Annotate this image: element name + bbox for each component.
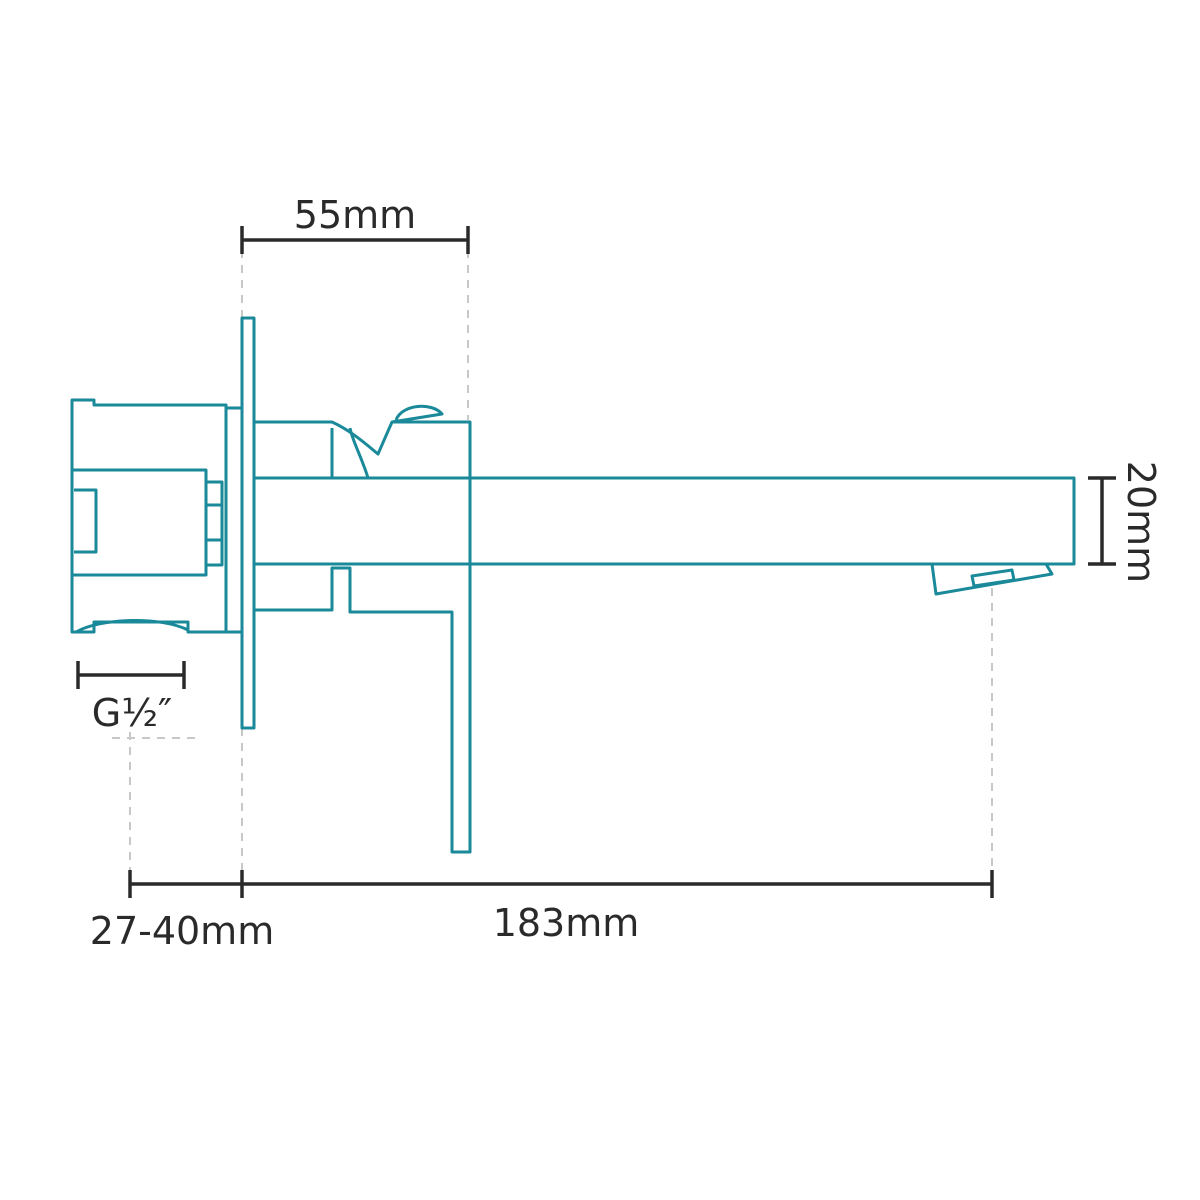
dimension-spout-reach: 183mm	[242, 870, 994, 945]
valve-bottom-cap	[75, 618, 189, 634]
dimension-spout-height: 20mm	[1088, 461, 1163, 583]
dimension-label-55mm: 55mm	[294, 193, 416, 237]
dimension-label-27-40mm: 27-40mm	[90, 909, 274, 953]
aerator-screen	[970, 568, 1016, 588]
valve-inner-sleeve	[72, 468, 208, 577]
dimension-wall-depth: 27-40mm	[90, 870, 274, 953]
plate-collar	[224, 406, 244, 634]
handle-cap	[391, 404, 444, 424]
dimension-label-20mm: 20mm	[1119, 461, 1163, 583]
spout	[252, 476, 1076, 566]
valve-body	[70, 398, 228, 634]
dimension-label-183mm: 183mm	[493, 901, 640, 945]
tap-outline	[70, 316, 1076, 854]
dimension-label-thread: G½″	[92, 691, 172, 735]
dimension-thread: G½″	[76, 661, 186, 735]
hex-nut	[204, 480, 224, 567]
dimension-handle-projection: 55mm	[240, 193, 470, 254]
handle-body	[254, 420, 472, 854]
valve-window	[74, 488, 98, 554]
extension-lines	[112, 250, 993, 872]
handle-curve	[330, 427, 370, 479]
wall-plate	[240, 316, 256, 730]
